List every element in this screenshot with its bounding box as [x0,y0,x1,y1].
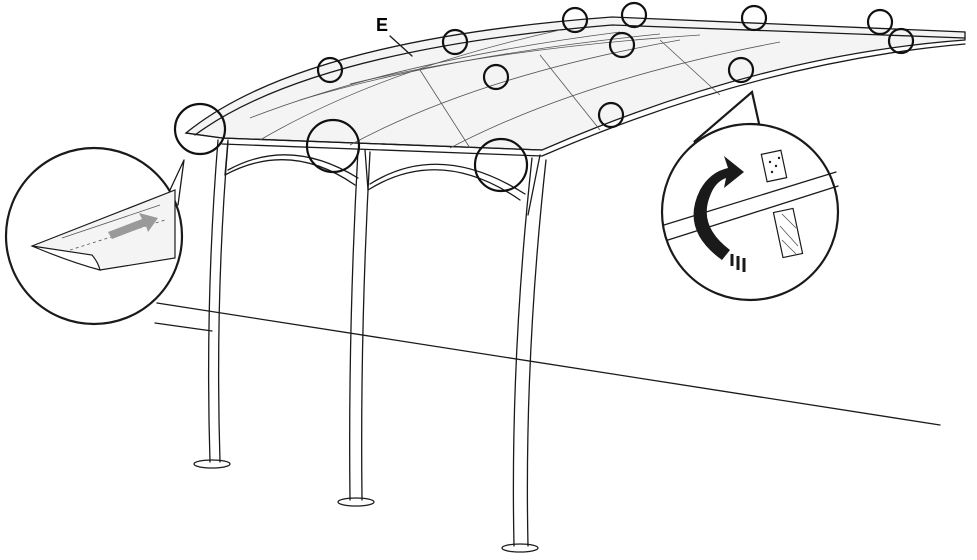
attachment-markers [173,1,915,193]
detail-callout-slide [4,146,185,326]
part-label-text: E [376,15,388,35]
foot-plate-middle [337,497,375,507]
attachment-marker [620,1,648,29]
foot-plate-left [193,459,231,469]
legs [193,139,547,553]
attachment-marker [887,27,915,55]
attachment-marker [441,28,469,56]
attachment-marker [740,4,768,32]
clip-part [760,149,804,259]
corner-marker [473,137,529,193]
attachment-marker [597,101,625,129]
attachment-marker [482,63,510,91]
attachment-marker [561,6,589,34]
detail-callout-rotate [660,89,840,302]
corner-marker [173,102,227,156]
frame-arches [224,139,541,216]
part-label-e: E [376,15,413,57]
attachment-marker [608,31,636,59]
canopy-roof [184,16,966,157]
attachment-marker [727,56,755,84]
foot-plate-right [501,543,539,553]
slide-arrow-icon [108,213,158,239]
ground-lines [154,302,941,426]
attachment-marker [316,56,344,84]
rotate-arrow-icon [693,156,746,272]
corner-marker [305,118,361,174]
attachment-marker [866,8,894,36]
